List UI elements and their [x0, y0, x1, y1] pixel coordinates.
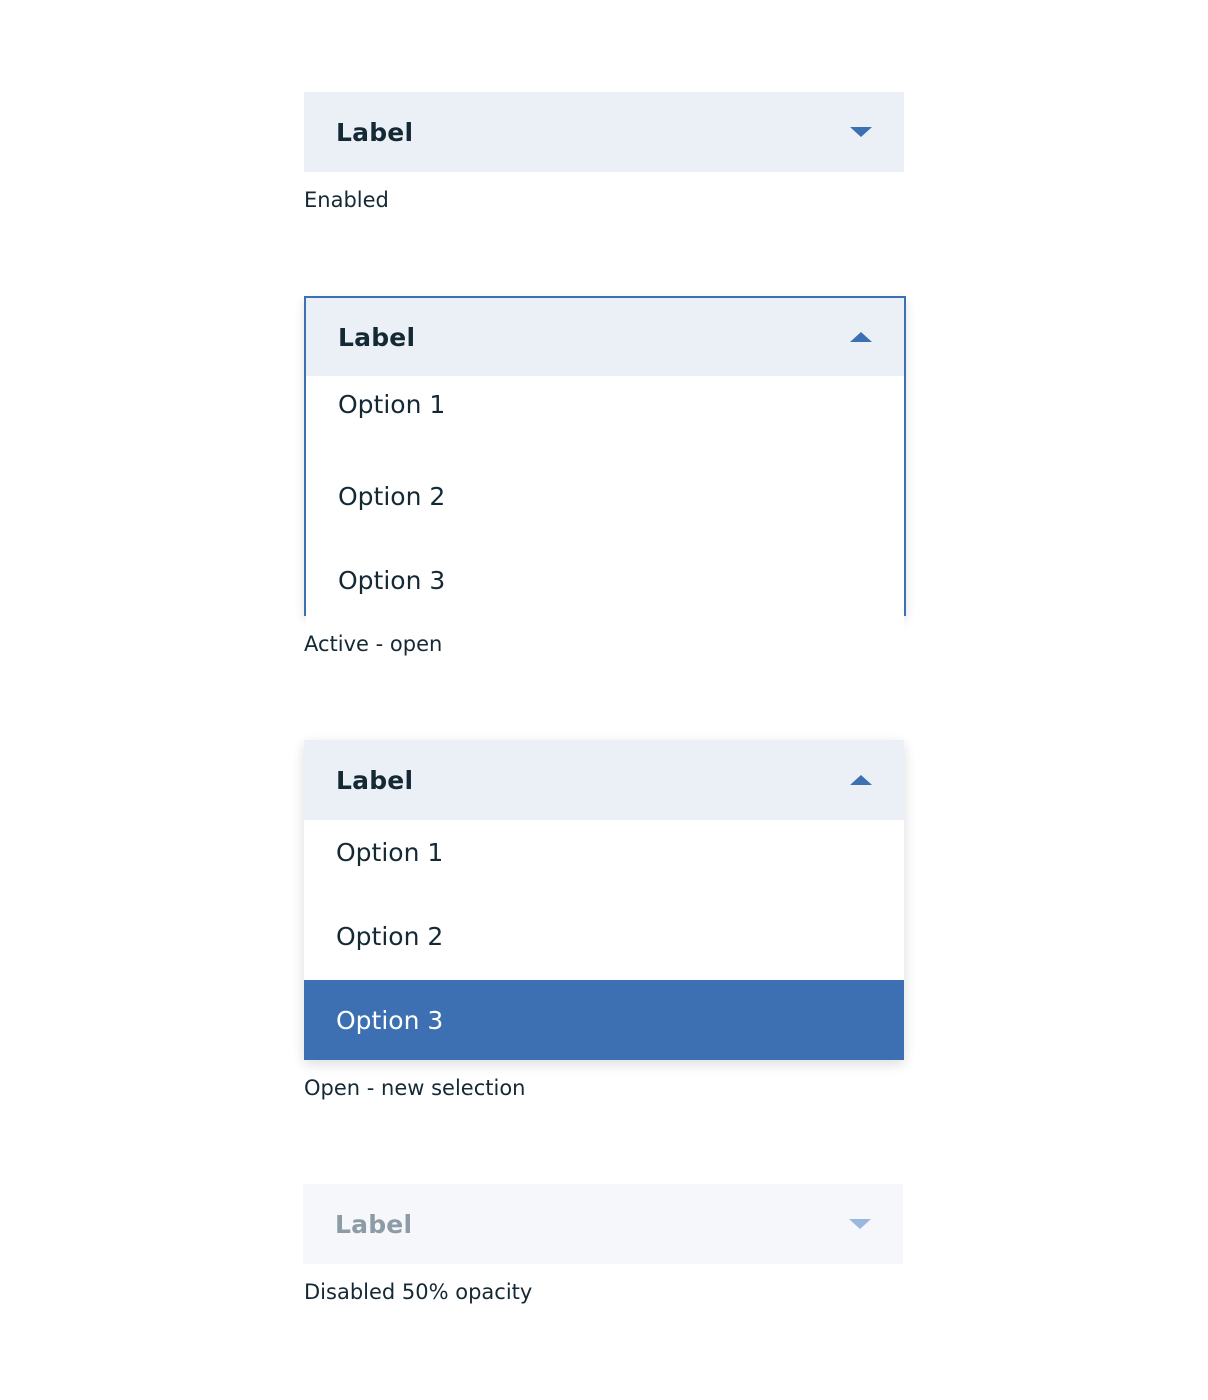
dropdown-field[interactable]: Label	[304, 740, 904, 820]
dropdown-label: Label	[338, 322, 416, 352]
dropdown-field: Label	[303, 1184, 903, 1264]
dropdown-menu: Option 1 Option 2 Option 3	[306, 376, 904, 628]
dropdown-disabled: Label	[303, 1184, 903, 1264]
dropdown-label: Label	[336, 765, 414, 795]
chevron-up-icon[interactable]	[850, 332, 872, 342]
dropdown-option-3-selected[interactable]: Option 3	[304, 980, 904, 1060]
caption-new-selection: Open - new selection	[304, 1076, 526, 1100]
dropdown-label: Label	[335, 1209, 413, 1239]
chevron-up-icon[interactable]	[850, 775, 872, 785]
dropdown-label: Label	[336, 117, 414, 147]
dropdown-option-2[interactable]: Option 2	[338, 481, 446, 511]
dropdown-enabled[interactable]: Label	[304, 92, 904, 172]
caption-active-open: Active - open	[304, 632, 443, 656]
chevron-down-icon	[849, 1219, 871, 1229]
dropdown-option-1[interactable]: Option 1	[338, 389, 446, 419]
caption-enabled: Enabled	[304, 188, 389, 212]
dropdown-option-3[interactable]: Option 3	[338, 565, 446, 595]
dropdown-field[interactable]: Label	[304, 92, 904, 172]
dropdown-open-new-selection[interactable]: Label Option 1 Option 2 Option 3	[304, 740, 904, 1060]
caption-disabled: Disabled 50% opacity	[304, 1280, 533, 1304]
dropdown-active-open[interactable]: Label Option 1 Option 2 Option 3	[304, 296, 906, 628]
dropdown-field[interactable]: Label	[306, 298, 904, 376]
dropdown-option-1[interactable]: Option 1	[336, 837, 444, 867]
dropdown-menu: Option 1 Option 2 Option 3	[304, 820, 904, 1060]
chevron-down-icon[interactable]	[850, 127, 872, 137]
dropdown-option-2[interactable]: Option 2	[336, 921, 444, 951]
